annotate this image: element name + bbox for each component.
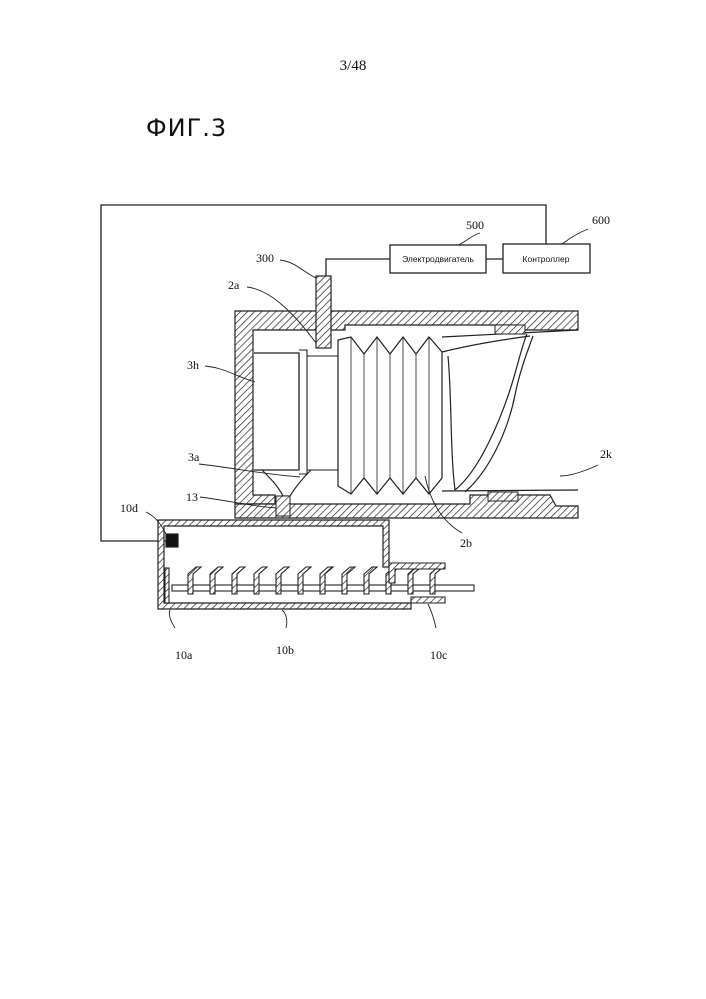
label-300: 300 [256, 251, 274, 265]
lower-seal [488, 492, 518, 501]
container-3h [254, 353, 299, 470]
port-13 [276, 496, 290, 516]
container-flange [299, 350, 307, 474]
sensor-10d [166, 534, 178, 547]
label-2k: 2k [600, 447, 612, 461]
label-2a: 2a [228, 278, 240, 292]
controller-block: Контроллер [503, 244, 590, 273]
motor-label: Электродвигатель [402, 254, 474, 264]
label-10b: 10b [276, 643, 294, 657]
discharge-tube [389, 563, 445, 603]
label-3a: 3a [188, 450, 200, 464]
label-10c: 10c [430, 648, 447, 662]
hopper [158, 520, 411, 609]
label-10d: 10d [120, 501, 138, 515]
toner-bottle [442, 330, 578, 492]
motor-shaft-wire [326, 259, 390, 276]
motor-block: Электродвигатель [390, 245, 486, 273]
label-500: 500 [466, 218, 484, 232]
label-2b: 2b [460, 536, 472, 550]
label-13: 13 [186, 490, 198, 504]
drive-shaft [316, 276, 331, 348]
controller-label: Контроллер [523, 254, 570, 264]
label-10a: 10a [175, 648, 193, 662]
container-neck [307, 356, 338, 470]
label-600: 600 [592, 213, 610, 227]
label-3h: 3h [187, 358, 199, 372]
upper-seal [495, 325, 525, 334]
